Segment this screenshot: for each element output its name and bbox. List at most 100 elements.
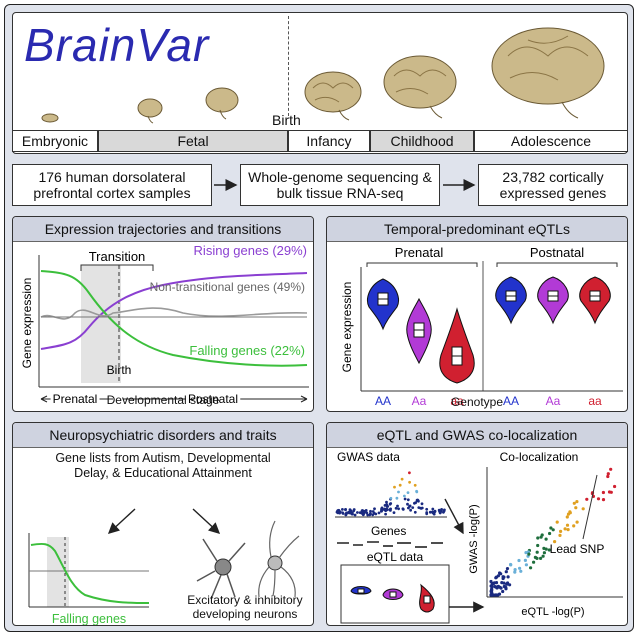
coloc-point	[549, 526, 553, 530]
gwas-point	[337, 508, 341, 512]
eqtl-panel: Temporal-predominant eQTLs Prenatal Post…	[326, 216, 628, 412]
rising-label: Rising genes (29%)	[194, 243, 307, 258]
coloc-point	[501, 589, 505, 594]
violin-post-aa	[579, 276, 611, 325]
gwas-point	[349, 509, 353, 512]
coloc-point	[519, 569, 523, 573]
gwas-point	[417, 499, 420, 503]
coloc-point	[499, 586, 503, 590]
gwas-point	[398, 483, 402, 487]
birth-label: Birth	[272, 112, 301, 128]
coloc-point	[542, 551, 546, 555]
trajectories-plot: Transition Rising genes (29%) Non-transi…	[20, 243, 309, 409]
coloc-point	[524, 563, 528, 567]
gwas-point	[397, 507, 400, 511]
gwas-point	[369, 509, 372, 513]
app-title: BrainVar	[24, 19, 210, 71]
neuron-inhibitory-icon	[258, 520, 300, 598]
genotype-label: aa	[450, 394, 464, 408]
coloc-x-label: eQTL -log(P)	[521, 606, 584, 618]
gwas-point	[359, 511, 363, 515]
gwas-point	[413, 510, 417, 514]
genotype-label: aa	[588, 394, 602, 408]
gwas-point	[366, 513, 370, 517]
arrow-icon	[192, 508, 221, 534]
coloc-point	[513, 570, 517, 574]
gwas-point	[363, 509, 366, 513]
arrow-icon	[107, 508, 136, 534]
coloc-point	[513, 568, 517, 572]
pipeline-samples: 176 human dorsolateral prefrontal cortex…	[12, 164, 212, 206]
gwas-point	[417, 506, 421, 509]
coloc-point	[491, 593, 496, 597]
brain-fetal-1-icon	[137, 98, 163, 124]
genes-label: Genes	[371, 524, 406, 538]
coloc-point	[523, 558, 527, 562]
coloc-title: eQTL and GWAS co-localization	[327, 423, 627, 448]
coloc-point	[505, 567, 510, 571]
prenatal-label: Prenatal	[53, 392, 98, 406]
gwas-point	[406, 502, 409, 506]
disorders-graphics: Falling genes	[28, 508, 300, 625]
genotype-label: AA	[503, 394, 519, 408]
pipeline-genes: 23,782 cortically expressed genes	[478, 164, 628, 206]
gwas-point	[415, 490, 419, 494]
stage-fetal: Fetal	[98, 130, 288, 152]
coloc-point	[509, 562, 513, 567]
postnatal-label: Postnatal	[188, 392, 238, 406]
x-axis-label: Genotype	[450, 395, 504, 409]
genotype-label: AA	[375, 394, 391, 408]
gwas-point	[408, 471, 411, 475]
coloc-point	[490, 582, 495, 586]
gwas-point	[389, 502, 393, 505]
gwas-point	[408, 480, 411, 484]
gwas-point	[419, 507, 423, 510]
brain-embryonic-icon	[41, 113, 59, 123]
gwas-point	[431, 511, 435, 515]
coloc-point	[558, 533, 562, 537]
gwas-point	[396, 504, 399, 508]
coloc-point	[566, 528, 570, 532]
gwas-point	[365, 511, 369, 515]
genotype-label: Aa	[546, 394, 561, 408]
gwas-point	[347, 511, 351, 515]
gwas-point	[425, 507, 429, 511]
brain-adolescence-icon	[491, 27, 605, 119]
stage-adolescence: Adolescence	[474, 130, 628, 152]
gwas-point	[352, 508, 356, 511]
postnatal-arrow	[123, 395, 308, 403]
gwas-point	[420, 502, 424, 506]
coloc-point	[555, 520, 559, 524]
coloc-point	[524, 551, 528, 555]
colocalization-label: Co-localization	[500, 450, 579, 464]
gwas-point	[385, 507, 389, 511]
brain-series	[41, 27, 605, 124]
coloc-point	[497, 592, 502, 596]
gwas-point	[401, 508, 405, 511]
brain-fetal-2-icon	[205, 87, 239, 120]
mini-violin-Aa	[382, 588, 404, 600]
gwas-point	[433, 509, 437, 513]
prenatal-label: Prenatal	[395, 245, 444, 260]
coloc-point	[574, 506, 578, 510]
gwas-point	[341, 512, 345, 515]
gwas-point	[383, 507, 386, 511]
transition-bracket	[80, 264, 154, 271]
coloc-point	[606, 472, 610, 476]
gwas-point	[397, 490, 400, 494]
gwas-point	[344, 508, 347, 511]
coloc-point	[544, 537, 548, 541]
disorders-title: Neuropsychiatric disorders and traits	[13, 423, 313, 448]
falling-curve	[30, 542, 150, 604]
gwas-point	[406, 491, 410, 494]
coloc-point	[527, 552, 531, 556]
mini-violin-aa	[419, 583, 435, 613]
coloc-point	[596, 497, 601, 501]
gwas-points	[335, 471, 446, 517]
lead-snp-text: Lead SNP	[550, 542, 605, 556]
coloc-point	[559, 529, 563, 533]
coloc-point	[496, 574, 500, 578]
coloc-point	[532, 560, 536, 564]
gene-track	[337, 541, 443, 548]
gwas-point	[373, 507, 376, 511]
